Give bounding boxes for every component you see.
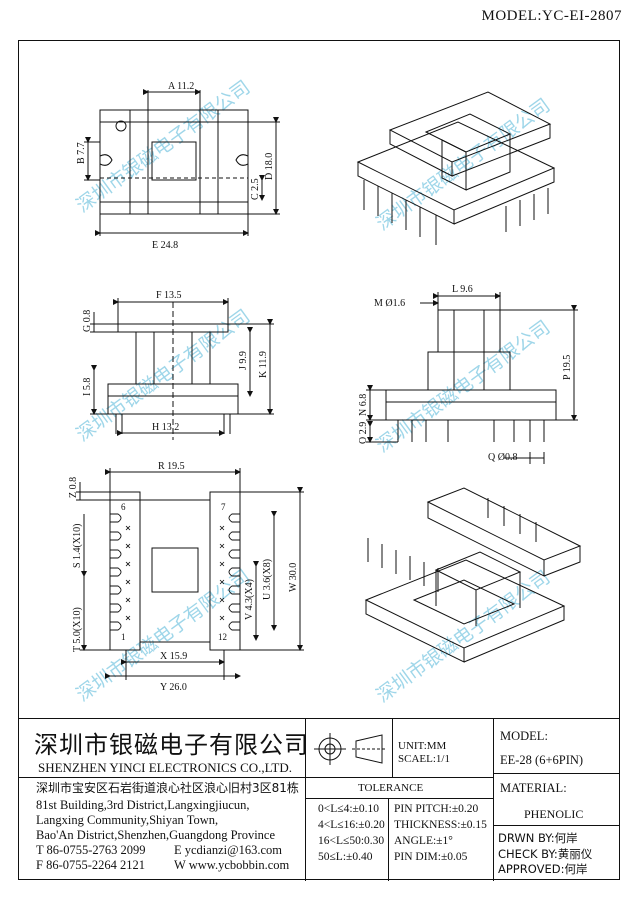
dim-m: M Ø1.6 <box>374 298 405 309</box>
company-address-line-1: 81st Building,3rd District,Langxingjiucu… <box>36 798 250 812</box>
title-block: 深圳市银磁电子有限公司 SHENZHEN YINCI ELECTRONICS C… <box>18 718 620 881</box>
front-view <box>90 298 274 440</box>
projection-symbol-icon <box>314 733 386 765</box>
company-email: E ycdianzi@163.com <box>174 843 283 857</box>
company-address-line-3: Bao'An District,Shenzhen,Guangdong Provi… <box>36 828 276 842</box>
dim-c: C 2.5 <box>250 178 261 200</box>
dim-o: O 2.9 <box>358 422 369 444</box>
dim-s: S 1.4(X10) <box>72 524 83 568</box>
tolerance-thickness: THICKNESS:±0.15 <box>394 819 487 831</box>
dim-b: B 7.7 <box>76 142 87 164</box>
dim-a: A 11.2 <box>168 81 194 92</box>
company-name-cn: 深圳市银磁电子有限公司 <box>34 731 309 759</box>
company-fax: F 86-0755-2264 2121 <box>36 858 146 872</box>
company-name-en: SHENZHEN YINCI ELECTRONICS CO.,LTD. <box>38 760 292 775</box>
dim-u: U 3.6(X8) <box>262 559 273 600</box>
check-by: CHECK BY:黄丽仪 <box>498 847 593 861</box>
company-tel: T 86-0755-2763 2099 <box>36 843 146 857</box>
pin-label-1: 1 <box>121 632 126 642</box>
dim-v: V 4.3(X4) <box>244 579 255 620</box>
tolerance-pin-pitch: PIN PITCH:±0.20 <box>394 803 479 815</box>
company-address-cn: 深圳市宝安区石岩街道浪心社区浪心旧村3区81栋 <box>36 781 299 795</box>
unit-label: UNIT:MM <box>398 740 447 752</box>
dim-r: R 19.5 <box>158 461 185 472</box>
company-address-line-2: Langxing Community,Shiyan Town, <box>36 813 219 827</box>
isometric-view-top <box>356 91 556 245</box>
dim-d: D 18.0 <box>264 153 275 180</box>
drawn-by: DRWN BY:何岸 <box>498 831 578 845</box>
technical-drawing: A 11.2 E 24.8 B 7.7 D 18.0 C 2.5 F 13.5 … <box>68 81 582 693</box>
dim-w: W 30.0 <box>288 563 299 592</box>
material-value: PHENOLIC <box>524 807 584 821</box>
tolerance-title: TOLERANCE <box>358 782 424 794</box>
dim-q: Q Ø0.8 <box>488 452 517 463</box>
dim-j: J 9.9 <box>238 351 249 370</box>
material-label: MATERIAL: <box>500 781 567 795</box>
drawing-frame <box>18 40 620 880</box>
dim-i: I 5.8 <box>82 378 93 396</box>
side-view <box>366 292 578 464</box>
dim-k: K 11.9 <box>258 351 269 378</box>
tolerance-pin-dim: PIN DIM:±0.05 <box>394 851 468 863</box>
dim-f: F 13.5 <box>156 290 182 301</box>
dim-z: Z 0.8 <box>68 477 79 498</box>
isometric-view-bottom <box>364 487 582 663</box>
model-value: EE-28 (6+6PIN) <box>500 753 584 767</box>
tolerance-angle: ANGLE:±1° <box>394 835 453 847</box>
pin-label-7: 7 <box>221 502 226 512</box>
model-label: MODEL: <box>500 729 548 743</box>
dim-x: X 15.9 <box>160 651 187 662</box>
dim-h: H 13.2 <box>152 422 179 433</box>
scale-label: SCAEL:1/1 <box>398 753 450 765</box>
model-number: MODEL:YC-EI-2807 <box>481 8 622 24</box>
tolerance-row-3: 16<L≤50:0.30 <box>318 835 385 847</box>
dim-y: Y 26.0 <box>160 682 187 693</box>
dim-l: L 9.6 <box>452 284 473 295</box>
approved-by: APPROVED:何岸 <box>498 862 588 876</box>
pin-label-12: 12 <box>218 632 227 642</box>
top-view <box>84 89 280 236</box>
dim-g: G 0.8 <box>82 310 93 332</box>
tolerance-row-2: 4<L≤16:±0.20 <box>318 819 385 831</box>
pin-label-6: 6 <box>121 502 126 512</box>
tolerance-row-4: 50≤L:±0.40 <box>318 851 373 863</box>
company-web: W www.ycbobbin.com <box>174 858 290 872</box>
dim-p: P 19.5 <box>562 355 573 380</box>
dim-t: T 5.0(X10) <box>72 607 83 652</box>
tolerance-row-1: 0<L≤4:±0.10 <box>318 803 379 815</box>
dim-n: N 6.8 <box>358 394 369 416</box>
bottom-view <box>76 468 304 680</box>
dim-e: E 24.8 <box>152 240 178 251</box>
